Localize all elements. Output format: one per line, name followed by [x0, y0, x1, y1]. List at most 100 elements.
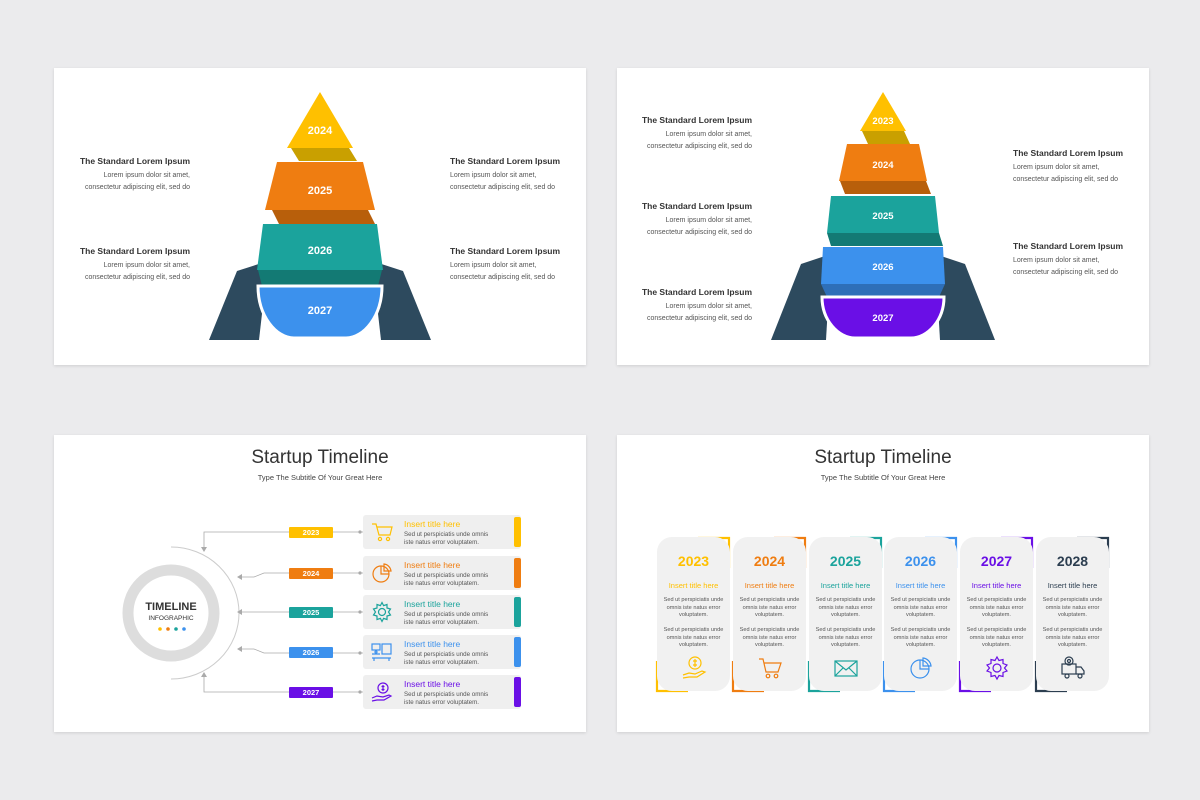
- rocket-segment-2025: [265, 162, 375, 210]
- text-block: The Standard Lorem Ipsum Lorem ipsum dol…: [54, 246, 190, 284]
- timeline-card-2023[interactable]: Insert title here Sed ut perspiciatis un…: [363, 515, 521, 549]
- text-body-line: Lorem ipsum dolor sit amet,: [103, 172, 190, 179]
- text-block: The Standard Lorem Ipsum Lorem ipsum dol…: [450, 156, 586, 194]
- text-heading: The Standard Lorem Ipsum: [641, 287, 752, 297]
- rocket-label-2026: 2026: [308, 245, 332, 257]
- rocket-label-2027: 2027: [872, 313, 893, 324]
- rocket-left-fin: [771, 254, 831, 340]
- timeline-ring: [122, 564, 220, 662]
- slide-rocket-5-steps[interactable]: 2023 2024 2025 2026 2027 The Standard Lo…: [617, 68, 1149, 365]
- rocket-segment-2025: [827, 196, 939, 233]
- card-color-tab: [514, 637, 521, 667]
- timeline-card-2027[interactable]: Insert title here Sed ut perspiciatis un…: [363, 675, 521, 709]
- text-heading: The Standard Lorem Ipsum: [1013, 148, 1124, 158]
- text-body-line: Lorem ipsum dolor sit amet,: [1013, 257, 1100, 264]
- rocket-right-fin: [372, 261, 431, 340]
- text-block: The Standard Lorem Ipsum Lorem ipsum dol…: [1013, 241, 1149, 279]
- timeline-card-2026[interactable]: Insert title here Sed ut perspiciatis un…: [363, 635, 521, 669]
- year-tag-2025: 2025: [289, 607, 333, 618]
- rocket-label-2027: 2027: [308, 305, 332, 317]
- rocket-right-fin: [935, 254, 995, 340]
- rocket-segment-2027: [820, 295, 946, 340]
- text-body-line: consectetur adipiscing elit, sed do: [450, 274, 556, 281]
- slide-startup-timeline-columns[interactable]: Startup Timeline Type The Subtitle Of Yo…: [617, 435, 1149, 732]
- text-body-line: consectetur adipiscing elit, sed do: [450, 184, 556, 191]
- pie-chart-icon: [910, 657, 932, 679]
- column-year: 2025: [829, 553, 862, 569]
- column-year: 2027: [980, 553, 1013, 569]
- rocket-segment-2024: [287, 92, 353, 148]
- gear-icon: [985, 655, 1009, 681]
- rocket-label-2026: 2026: [872, 262, 893, 273]
- card-title: Insert title here: [404, 639, 461, 649]
- column-title: Insert title here: [971, 581, 1022, 590]
- slide-rocket-4-steps[interactable]: 2024 2025 2026 2027 The Standard Lorem I…: [54, 68, 586, 365]
- text-body-line: Lorem ipsum dolor sit amet,: [665, 217, 752, 224]
- text-block: The Standard Lorem Ipsum Lorem ipsum dol…: [1013, 148, 1149, 186]
- text-block: The Standard Lorem Ipsum Lorem ipsum dol…: [54, 156, 190, 194]
- machine-icon: [371, 643, 392, 661]
- timeline-column-2027[interactable]: 2027 Insert title here Sed ut perspiciat…: [960, 537, 1033, 691]
- column-year: 2028: [1056, 553, 1089, 569]
- text-heading: The Standard Lorem Ipsum: [450, 246, 561, 256]
- text-body-line: Lorem ipsum dolor sit amet,: [1013, 164, 1100, 171]
- text-block: The Standard Lorem Ipsum Lorem ipsum dol…: [450, 246, 586, 284]
- text-heading: The Standard Lorem Ipsum: [79, 156, 190, 166]
- text-body-line: Lorem ipsum dolor sit amet,: [665, 131, 752, 138]
- text-heading: The Standard Lorem Ipsum: [79, 246, 190, 256]
- column-title: Insert title here: [744, 581, 795, 590]
- rocket-label-2025: 2025: [308, 185, 332, 197]
- column-title: Insert title here: [895, 581, 946, 590]
- column-title: Insert title here: [668, 581, 719, 590]
- text-block: The Standard Lorem Ipsum Lorem ipsum dol…: [617, 201, 752, 239]
- text-body-line: Lorem ipsum dolor sit amet,: [450, 262, 537, 269]
- rocket-label-2024: 2024: [872, 160, 894, 171]
- card-title: Insert title here: [404, 519, 461, 529]
- slide-title: Startup Timeline: [814, 447, 952, 468]
- text-block: The Standard Lorem Ipsum Lorem ipsum dol…: [617, 115, 752, 153]
- timeline-column-2023[interactable]: 2023 Insert title here Sed ut perspiciat…: [657, 537, 730, 691]
- timeline-card-2025[interactable]: Insert title here Sed ut perspiciatis un…: [363, 595, 521, 629]
- timeline-column-2026[interactable]: 2026 Insert title here Sed ut perspiciat…: [884, 537, 957, 691]
- card-title: Insert title here: [404, 599, 461, 609]
- rocket-left-fin: [209, 261, 268, 340]
- gear-icon: [372, 601, 392, 623]
- shopping-cart-icon: [372, 523, 393, 542]
- slide-startup-timeline-list[interactable]: Startup Timeline Type The Subtitle Of Yo…: [54, 435, 586, 732]
- card-title: Insert title here: [404, 560, 461, 570]
- card-color-tab: [514, 517, 521, 547]
- text-body-line: consectetur adipiscing elit, sed do: [646, 143, 752, 150]
- slide-title: Startup Timeline: [251, 447, 389, 468]
- year-tag-2026: 2026: [289, 647, 333, 658]
- text-body-line: consectetur adipiscing elit, sed do: [84, 274, 190, 281]
- column-title: Insert title here: [820, 581, 871, 590]
- timeline-column-2028[interactable]: 2028 Insert title here Sed ut perspiciat…: [1036, 537, 1109, 691]
- slide-subtitle: Type The Subtitle Of Your Great Here: [257, 473, 383, 482]
- timeline-column-2024[interactable]: 2024 Insert title here Sed ut perspiciat…: [733, 537, 806, 691]
- text-heading: The Standard Lorem Ipsum: [1013, 241, 1124, 251]
- timeline-card-2024[interactable]: Insert title here Sed ut perspiciatis un…: [363, 556, 521, 590]
- circle-title: TIMELINE: [145, 601, 197, 613]
- shopping-cart-icon: [759, 658, 782, 679]
- rocket-graphic: 2023 2024 2025 2026 2027: [771, 92, 995, 340]
- rocket-segment-2026: [821, 247, 945, 284]
- column-year: 2023: [677, 553, 710, 569]
- rocket-label-2023: 2023: [872, 116, 893, 127]
- text-body-line: consectetur adipiscing elit, sed do: [84, 184, 190, 191]
- circle-subtitle: INFOGRAPHIC: [148, 615, 194, 622]
- money-hand-icon: [682, 656, 707, 679]
- text-heading: The Standard Lorem Ipsum: [450, 156, 561, 166]
- text-body-line: Lorem ipsum dolor sit amet,: [103, 262, 190, 269]
- column-title: Insert title here: [1047, 581, 1098, 590]
- timeline-column-2025[interactable]: 2025 Insert title here Sed ut perspiciat…: [809, 537, 882, 691]
- rocket-label-2025: 2025: [872, 211, 894, 222]
